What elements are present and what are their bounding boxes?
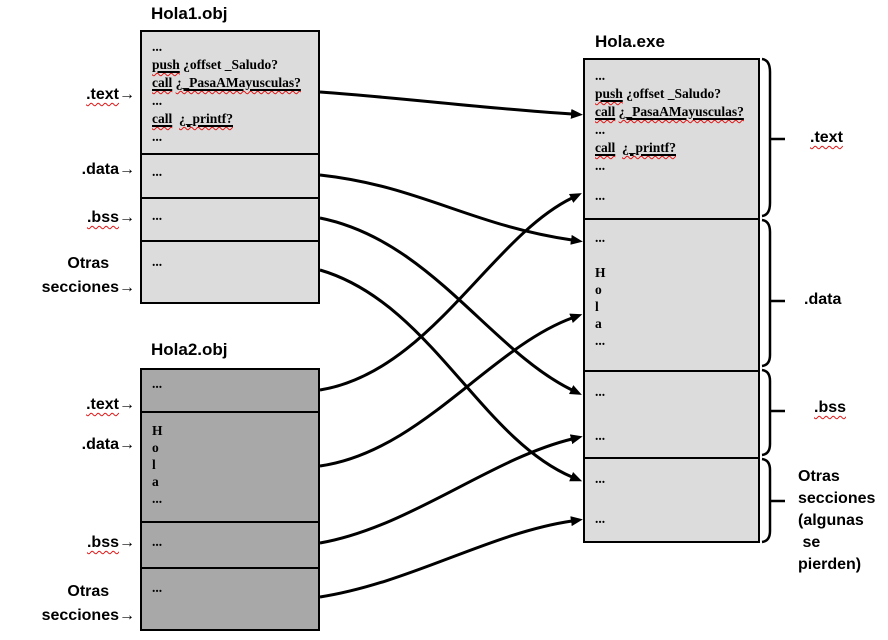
- hola1-otras-section: ...: [142, 240, 318, 302]
- label-exe-data: .data: [804, 291, 842, 308]
- hola2-bss-section: ...: [142, 521, 318, 567]
- exe-box: ...push ¿offset _Saludo?call ¿_PasaAMayu…: [583, 58, 760, 543]
- bracket-exe-otras: [761, 457, 785, 544]
- hola1-text-section: ...push ¿offset _Saludo?call ¿_PasaAMayu…: [152, 39, 301, 144]
- exe-title: Hola.exe: [595, 32, 665, 51]
- label-hola2-bss: .bss→: [86, 534, 135, 551]
- arrow-hola1-otras-to-exe-otras: [319, 268, 583, 482]
- hola1-title: Hola1.obj: [151, 4, 228, 23]
- label-exe-text: .text: [810, 129, 843, 146]
- label-hola2-text: .text→: [86, 396, 135, 413]
- hola2-otras-section: ...: [142, 567, 318, 629]
- hola2-title: Hola2.obj: [151, 340, 228, 359]
- label-hola1-text: .text→: [86, 86, 135, 103]
- exe-text-section: ...push ¿offset _Saludo?call ¿_PasaAMayu…: [595, 68, 744, 203]
- label-hola1-data: .data→: [81, 161, 135, 178]
- bracket-exe-data: [761, 218, 785, 368]
- exe-otras-section: ......: [585, 457, 758, 541]
- arrow-hola1-data-to-exe-data: [319, 173, 583, 245]
- bracket-exe-bss: [761, 368, 785, 457]
- label-exe-bss: .bss: [814, 399, 847, 416]
- hola1-bss-section: ...: [142, 197, 318, 240]
- arrow-hola1-text-to-exe-text: [319, 90, 583, 119]
- bracket-exe-text: [761, 57, 785, 218]
- hola2-text-section: ...: [152, 376, 163, 391]
- label-hola1-bss: .bss→: [86, 209, 135, 226]
- hola1-data-section: ...: [142, 153, 318, 197]
- arrow-hola2-text-to-exe-text: [319, 193, 582, 392]
- exe-bss-section: ......: [585, 370, 758, 457]
- arrow-hola2-data-to-exe-data: [319, 313, 583, 468]
- arrow-hola1-bss-to-exe-bss: [319, 216, 582, 395]
- label-hola2-data: .data→: [81, 436, 135, 453]
- arrow-hola2-otras-to-exe-otras: [319, 516, 583, 599]
- arrow-hola2-bss-to-exe-bss: [319, 434, 583, 545]
- hola1-box: ...push ¿offset _Saludo?call ¿_PasaAMayu…: [140, 30, 320, 304]
